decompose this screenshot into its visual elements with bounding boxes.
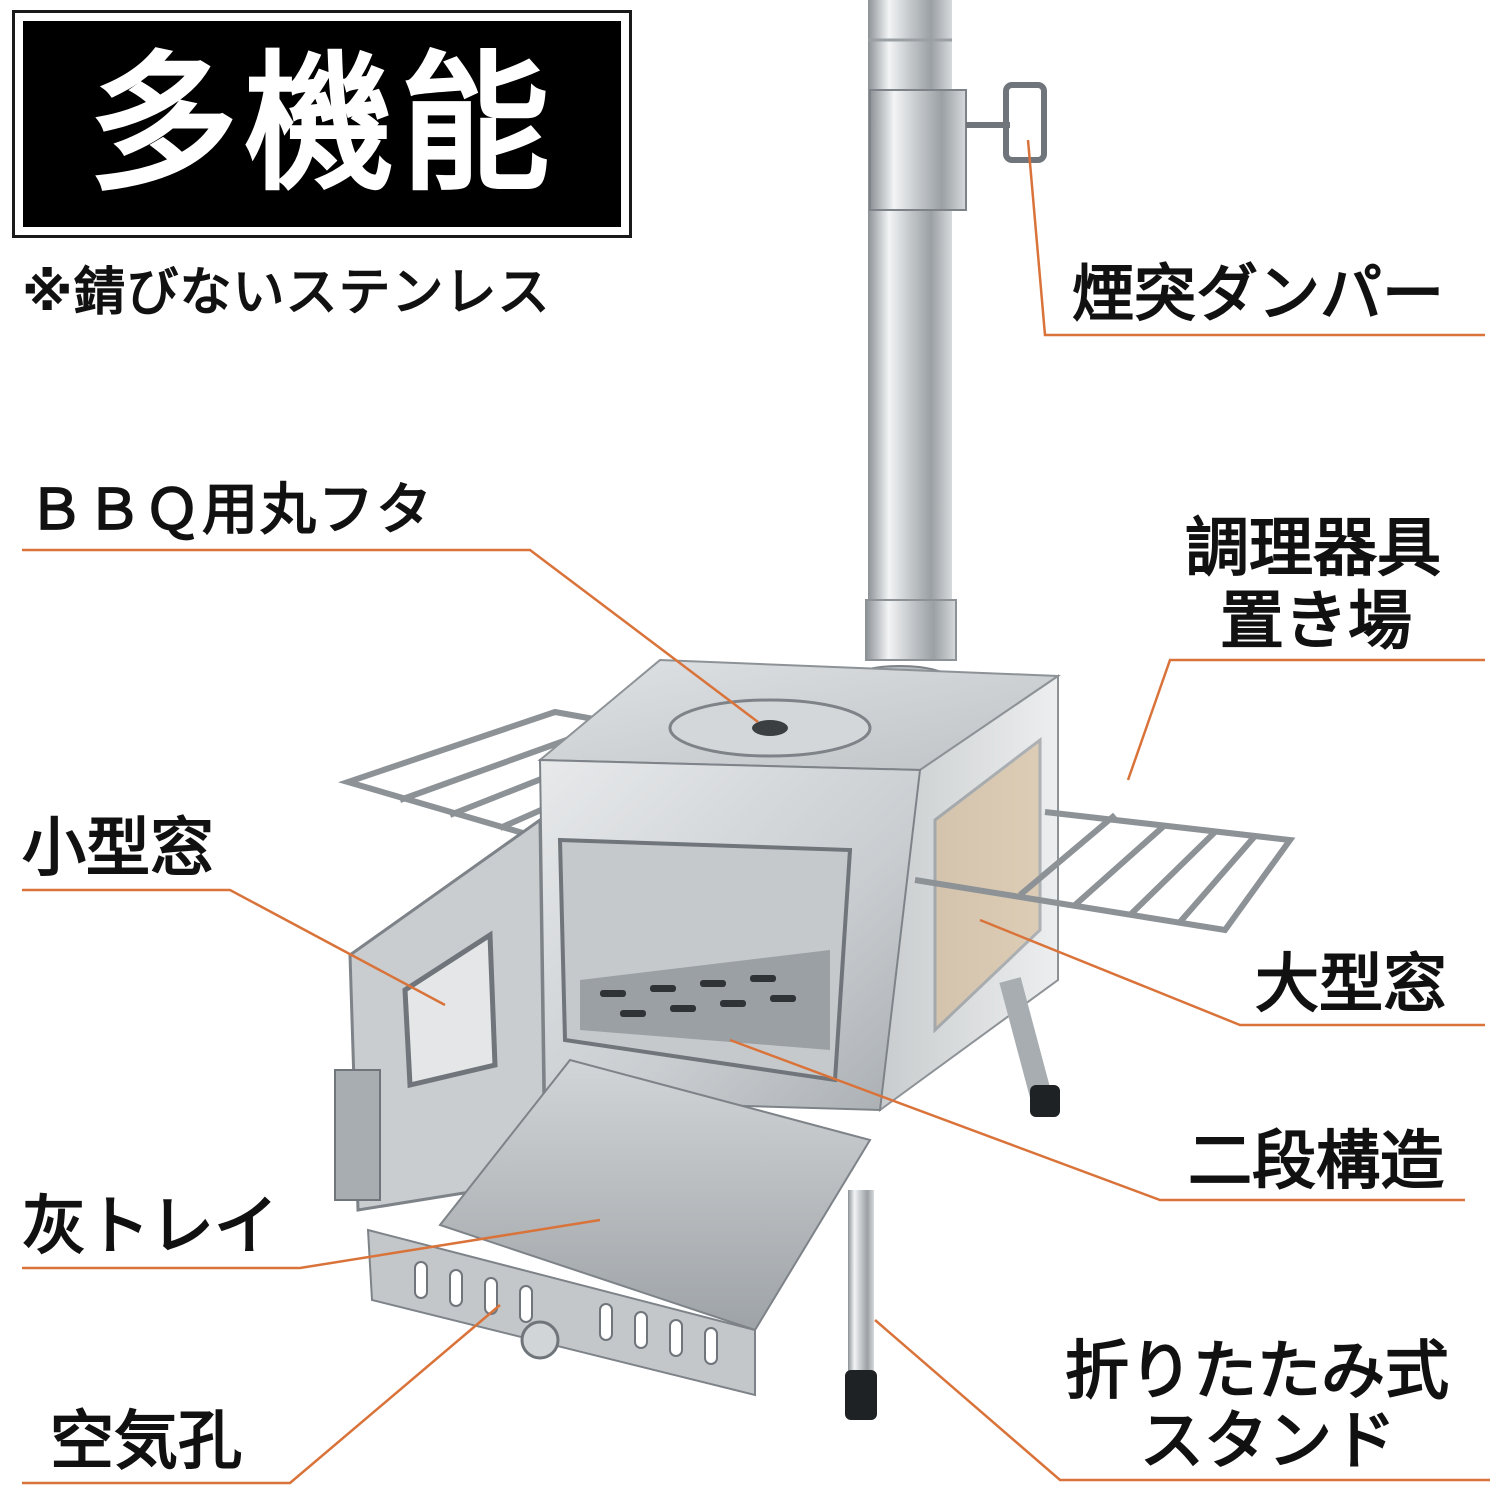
label-utensil-rack-1: 調理器具 (1185, 511, 1441, 586)
label-utensil-rack-2: 置き場 (1220, 584, 1412, 659)
small-door (334, 817, 547, 1212)
title-background: 多機能 (23, 21, 621, 227)
leader-utensil-rack (1126, 658, 1485, 781)
label-air-holes: 空気孔 (50, 1404, 242, 1479)
chimney-pipe (849, 0, 967, 695)
leader-large-window (979, 918, 1485, 1027)
label-ash-tray: 灰トレイ (22, 1189, 278, 1264)
material-note: ※錆びないステンレス (22, 263, 551, 323)
leader-chimney-damper (1026, 139, 1485, 337)
leader-two-tier (729, 1038, 1465, 1202)
leader-folding-stand (874, 1319, 1490, 1482)
label-bbq-lid: ＢＢＱ用丸フタ (28, 477, 434, 543)
label-two-tier: 二段構造 (1188, 1124, 1444, 1199)
label-large-window: 大型窓 (1255, 947, 1447, 1022)
leader-lines (22, 139, 1490, 1485)
leader-air-holes (22, 1304, 501, 1485)
title-frame: 多機能 (12, 10, 632, 238)
leader-bbq-lid (22, 548, 759, 723)
ash-tray-drawing (366, 1058, 872, 1397)
label-chimney-damper: 煙突ダンパー (1072, 257, 1445, 330)
air-hole-knob (520, 1320, 560, 1360)
label-folding-stand-1: 折りたたみ式 (1065, 1334, 1449, 1409)
label-folding-stand-2: スタンド (1140, 1404, 1396, 1479)
grate-slots (600, 975, 796, 1017)
small-window (402, 930, 498, 1089)
right-rack (914, 809, 1296, 934)
leader-ash-tray (22, 1218, 601, 1270)
label-small-window: 小型窓 (22, 811, 214, 886)
leader-small-window (22, 888, 446, 1007)
stand-legs (845, 977, 1060, 1420)
damper-handle (966, 82, 1047, 163)
large-window (933, 736, 1042, 1034)
page-title: 多機能 (87, 36, 556, 212)
